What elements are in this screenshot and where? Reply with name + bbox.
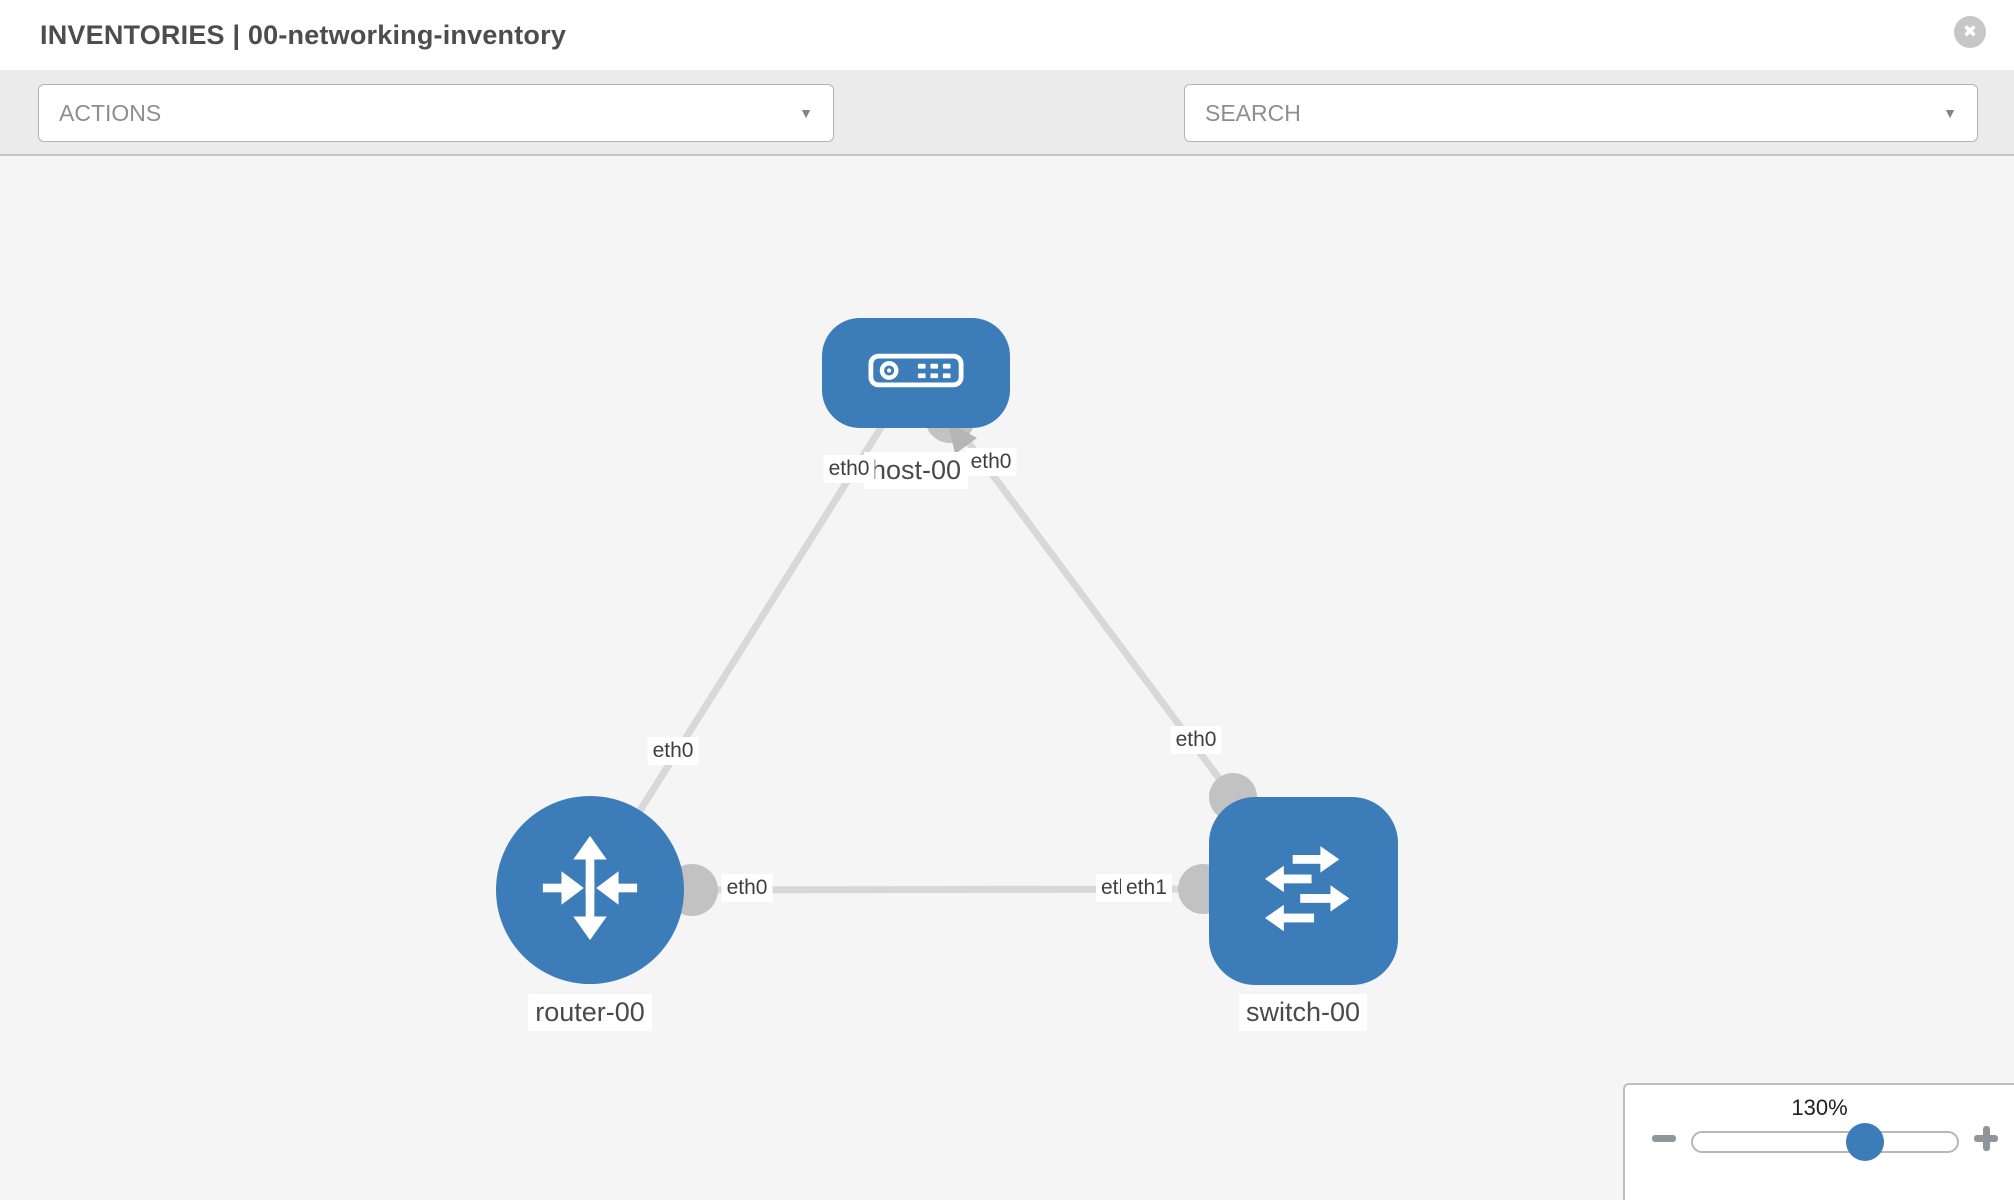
port-label-switch-eth0-overlapped: eth0 bbox=[1096, 874, 1123, 902]
close-icon: ✖ bbox=[1962, 22, 1978, 41]
switch-icon bbox=[1241, 826, 1367, 957]
node-label-router: router-00 bbox=[528, 994, 652, 1031]
port-label-host-eth0-to-router: eth0 bbox=[823, 455, 875, 483]
actions-dropdown-label: ACTIONS bbox=[59, 99, 162, 126]
zoom-in-button[interactable] bbox=[1971, 1123, 2001, 1153]
server-icon bbox=[868, 353, 964, 393]
router-icon bbox=[528, 826, 652, 955]
search-dropdown[interactable]: SEARCH ▼ bbox=[1184, 84, 1978, 142]
toolbar: ACTIONS ▼ bbox=[0, 70, 2014, 203]
zoom-slider-track[interactable] bbox=[1691, 1131, 1959, 1153]
header: INVENTORIES | 00-networking-inventory ✖ bbox=[0, 0, 2014, 70]
node-host-00[interactable] bbox=[822, 318, 1010, 428]
port-label-host-eth0-to-switch: eth0 bbox=[965, 448, 1017, 476]
chevron-down-icon: ▼ bbox=[1943, 105, 1957, 121]
node-router-00[interactable] bbox=[496, 796, 684, 984]
port-label-switch-eth1: eth1 bbox=[1121, 874, 1172, 902]
node-switch-00[interactable] bbox=[1209, 797, 1398, 985]
zoom-level-value: 130% bbox=[1791, 1095, 1848, 1120]
zoom-slider-thumb[interactable] bbox=[1846, 1123, 1884, 1161]
node-label-host: host-00 bbox=[863, 452, 969, 489]
port-label-router-eth0-to-host: eth0 bbox=[647, 737, 699, 765]
port-label-switch-eth0-to-host: eth0 bbox=[1170, 726, 1222, 754]
node-label-switch: switch-00 bbox=[1238, 994, 1368, 1031]
actions-dropdown[interactable]: ACTIONS ▼ bbox=[38, 84, 834, 142]
zoom-control-panel: 130% bbox=[1623, 1083, 2014, 1200]
plus-icon-vertical bbox=[1982, 1126, 1990, 1151]
chevron-down-icon: ▼ bbox=[799, 105, 813, 121]
minus-icon bbox=[1652, 1135, 1676, 1142]
port-label-router-eth0-to-switch: eth0 bbox=[721, 874, 773, 902]
link-arrowhead-icon bbox=[948, 422, 977, 454]
topology-canvas[interactable]: host-00 router-00 switch-00 eth0 eth0 et… bbox=[0, 156, 2014, 1200]
zoom-out-button[interactable] bbox=[1649, 1123, 1679, 1153]
close-button[interactable]: ✖ bbox=[1954, 16, 1986, 48]
page-title: INVENTORIES | 00-networking-inventory bbox=[40, 20, 567, 50]
links-layer bbox=[587, 369, 1306, 916]
search-dropdown-label: SEARCH bbox=[1205, 99, 1301, 126]
